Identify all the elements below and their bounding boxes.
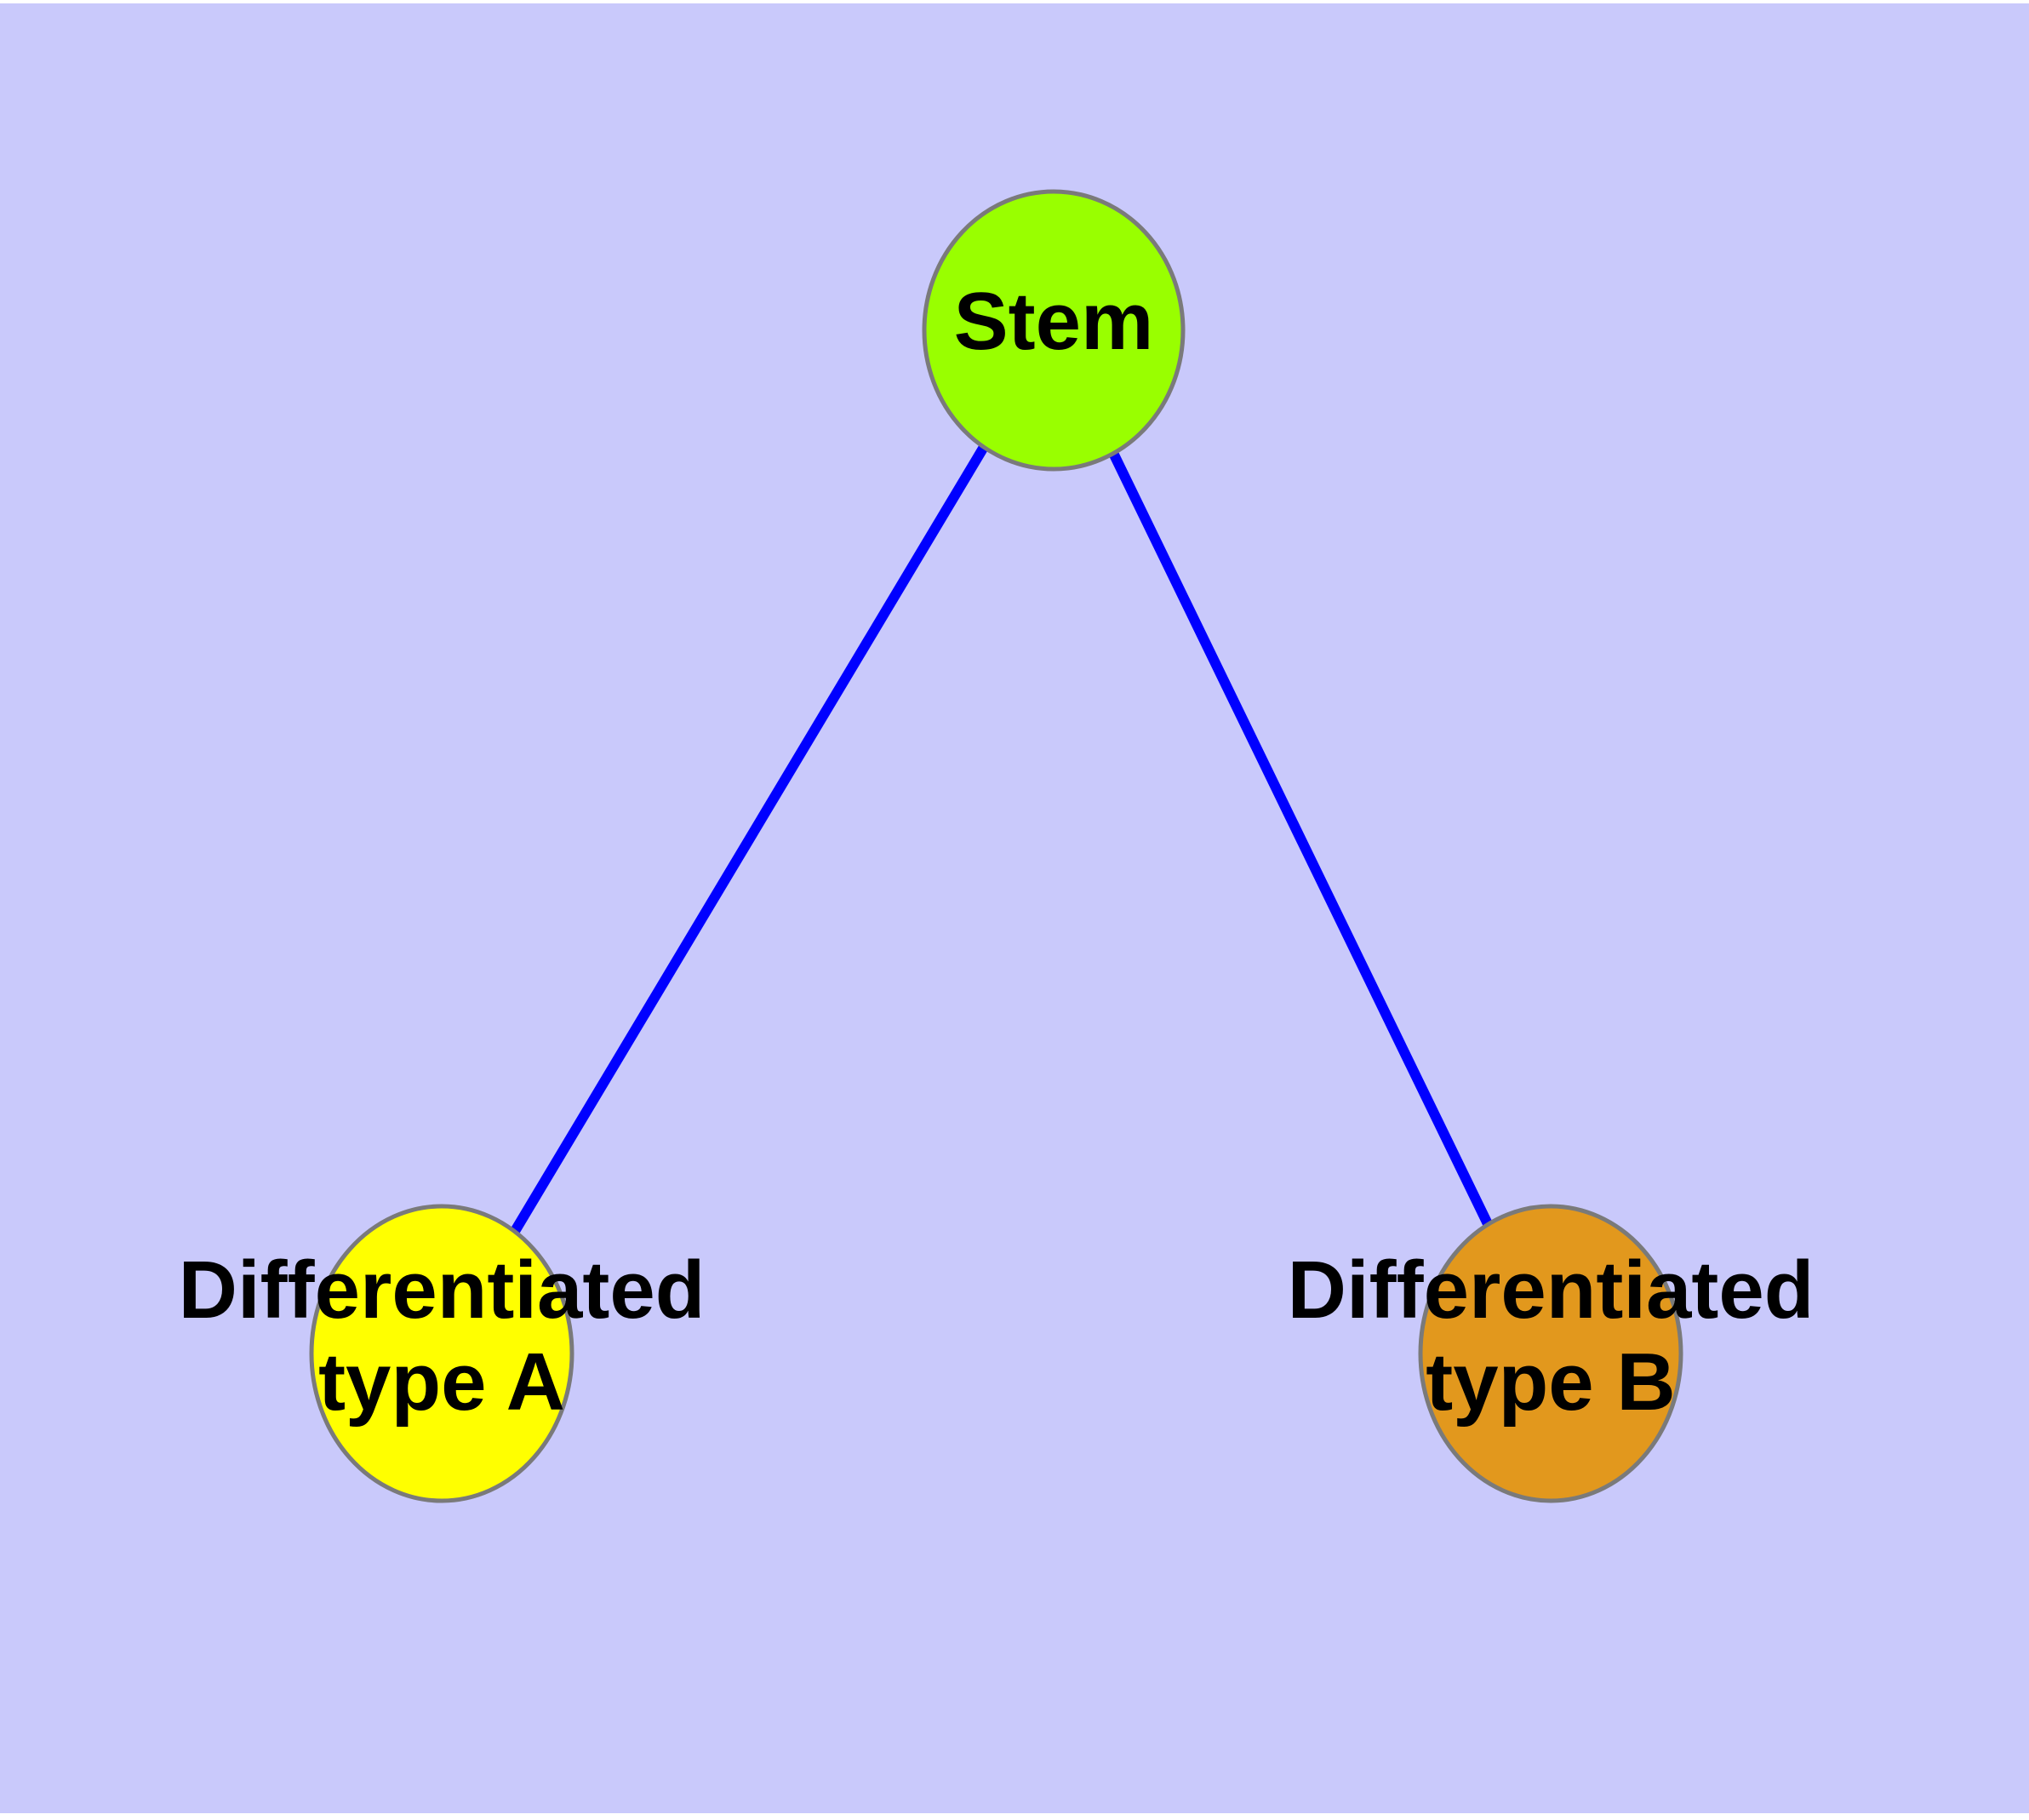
- edge-stem-to-type-a: [437, 327, 1059, 1357]
- node-type-a-label-line2: type A: [318, 1336, 565, 1428]
- edge-stem-to-type-b: [1049, 328, 1556, 1356]
- node-type-a-label-line1: Differentiated: [179, 1245, 706, 1336]
- node-type-b-label-line1: Differentiated: [1288, 1245, 1815, 1336]
- node-differentiated-type-b: [1418, 1204, 1683, 1503]
- node-layer: [309, 189, 1683, 1503]
- node-type-b-label-line2: type B: [1426, 1336, 1675, 1428]
- node-stem: [922, 189, 1186, 472]
- label-layer: Stem Differentiated type A Differentiate…: [179, 276, 1815, 1428]
- node-differentiated-type-a: [309, 1204, 574, 1503]
- edge-layer: [437, 327, 1556, 1357]
- node-stem-label: Stem: [954, 276, 1154, 367]
